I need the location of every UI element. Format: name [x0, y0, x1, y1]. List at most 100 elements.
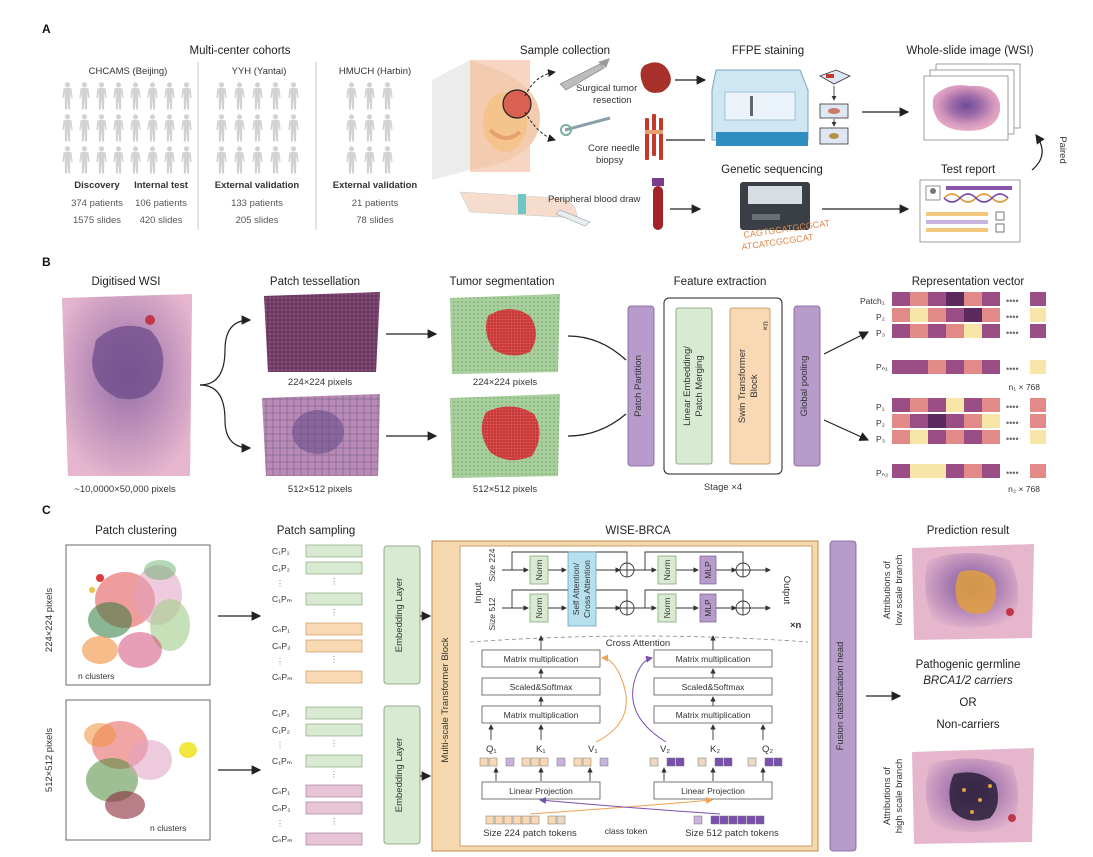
norm-block — [657, 555, 677, 585]
tessellation-512 — [262, 394, 380, 476]
blood-tube-icon — [652, 178, 664, 230]
linear-proj-label: Linear Projection — [509, 786, 573, 796]
genetic-seq-title: Genetic sequencing — [721, 164, 823, 176]
attribution-high-image — [912, 748, 1034, 844]
surgical-label-1: Surgical tumor — [576, 83, 637, 94]
norm-label: Norm — [662, 598, 672, 619]
token-mix-arrow-purple — [539, 797, 721, 815]
repr2-dim: n₂ × 768 — [1008, 484, 1040, 494]
pathogenic-label: Pathogenic germline — [916, 659, 1021, 671]
blood-draw-label: Peripheral blood draw — [548, 194, 641, 205]
sequencer-icon — [740, 182, 810, 230]
patch-merging-label: Patch Merging — [694, 355, 705, 416]
panel-label-c: C — [42, 503, 51, 517]
arrow-seg-feature-224 — [567, 335, 627, 361]
sample-label: CₙP₂ — [272, 641, 291, 651]
swin-label-1: Swin Transformer — [737, 349, 748, 423]
wsi-pixels-label: ~10,0000×50,000 pixels — [74, 484, 176, 495]
cross-arrow-v2 — [632, 655, 667, 743]
svg-text:⋮: ⋮ — [330, 770, 338, 779]
digitised-wsi-title: Digitised WSI — [91, 276, 160, 288]
output-label: Output — [781, 576, 792, 605]
group-patients-internal: 106 patients — [135, 198, 187, 209]
cross-arrow-v1 — [595, 654, 627, 743]
svg-text:••••: •••• — [1006, 364, 1019, 374]
cross-attention-label: Cross Attention — [606, 638, 670, 649]
panel-label-b: B — [42, 255, 51, 269]
svg-text:⋮: ⋮ — [330, 739, 338, 748]
embedding-layer-512 — [383, 705, 421, 845]
svg-text:⋮: ⋮ — [330, 577, 338, 586]
svg-text:••••: •••• — [1006, 434, 1019, 444]
group-patients-discovery: 374 patients — [71, 198, 123, 209]
repr-vector-title: Representation vector — [912, 276, 1025, 288]
repr2-row-label-n: Pₙ₂ — [876, 468, 888, 478]
cluster-scatter-224 — [82, 560, 190, 668]
svg-text:⋮: ⋮ — [276, 819, 284, 828]
repr1-row-label-3: P₃ — [876, 328, 885, 338]
paired-label: Paired — [1057, 136, 1068, 163]
panel-label-a: A — [42, 22, 51, 36]
split-brace-arrow — [199, 315, 252, 386]
norm-label: Norm — [534, 560, 544, 581]
scalpel-icon — [559, 58, 610, 91]
breast-illustration — [470, 60, 540, 172]
brca-label: BRCA1/2 carriers — [923, 675, 1013, 687]
wsi-stack — [923, 63, 1021, 141]
group-slides-ext-yyh: 205 slides — [236, 215, 279, 226]
swin-label-2: Block — [749, 374, 760, 397]
global-pooling-label: Global pooling — [799, 356, 810, 417]
patch-token-strips — [485, 815, 765, 825]
stack-arrows — [488, 635, 766, 740]
svg-text:⋮: ⋮ — [276, 657, 284, 666]
svg-text:⋮: ⋮ — [276, 579, 284, 588]
noncarriers-label: Non-carriers — [936, 719, 1000, 731]
swin-xn: ×n — [760, 321, 770, 331]
tessellation-224 — [264, 292, 380, 372]
sample-label: C₁P₂ — [272, 725, 290, 735]
k2-label: K₂ — [710, 744, 720, 755]
norm-block — [529, 555, 549, 585]
attribution-low-image — [912, 544, 1034, 640]
sampling-list-512: C₁P₁ C₁P₂ ⋮⋮ C₁Pₘ ⋮ CₙP₁ CₙP₂ ⋮⋮ CₙPₘ — [272, 706, 363, 846]
ffpe-title: FFPE staining — [732, 45, 804, 57]
population-hmuch — [346, 82, 393, 174]
surgical-label-2: resection — [593, 95, 632, 106]
mlp-block — [699, 593, 717, 623]
cohorts-title: Multi-center cohorts — [190, 45, 291, 57]
norm-label: Norm — [534, 598, 544, 619]
population-yyh — [216, 82, 299, 174]
embedding-label-512: Embedding Layer — [394, 738, 405, 812]
svg-text:••••: •••• — [1006, 312, 1019, 322]
global-pooling-block — [793, 305, 821, 467]
mlp-block — [699, 555, 717, 585]
segmentation-512 — [450, 394, 560, 478]
svg-text:⋮: ⋮ — [330, 608, 338, 617]
group-slides-discovery: 1575 slides — [73, 215, 121, 226]
or-label: OR — [959, 697, 976, 709]
input-label: Input — [473, 582, 484, 603]
fusion-head-block — [829, 540, 857, 852]
repr1-row-label-2: P₂ — [876, 312, 885, 322]
sample-label: CₙP₁ — [272, 786, 290, 796]
sampling-list-224: C₁P₁ C₁P₂ ⋮⋮ C₁Pₘ ⋮ CₙP₁ CₙP₂ ⋮⋮ CₙPₘ — [272, 544, 363, 684]
tumor-seg-title: Tumor segmentation — [449, 276, 554, 288]
wise-brca-title: WISE-BRCA — [605, 525, 671, 537]
n-clusters-224: n clusters — [78, 671, 114, 681]
class-token-label: class token — [605, 826, 648, 836]
embedding-label-224: Embedding Layer — [394, 578, 405, 652]
v2-label: V₂ — [660, 744, 670, 755]
cohort-chcams: CHCAMS (Beijing) — [89, 66, 168, 77]
repr1-row-label-1: Patch₁ — [860, 296, 885, 306]
svg-text:⋮: ⋮ — [330, 655, 338, 664]
repr2-row-label-3: P₃ — [876, 434, 885, 444]
q2-label: Q₂ — [762, 744, 773, 755]
svg-text:••••: •••• — [1006, 468, 1019, 478]
repr1-dim: n₁ × 768 — [1009, 382, 1041, 392]
cluster-224-axis: 224×224 pixels — [44, 588, 55, 652]
zoom-wedge — [432, 60, 470, 180]
n-clusters-512: n clusters — [150, 823, 186, 833]
biopsy-cores-icon — [645, 114, 663, 160]
sample-label: CₙPₘ — [272, 834, 293, 844]
patch-partition-label: Patch Partition — [633, 355, 644, 417]
